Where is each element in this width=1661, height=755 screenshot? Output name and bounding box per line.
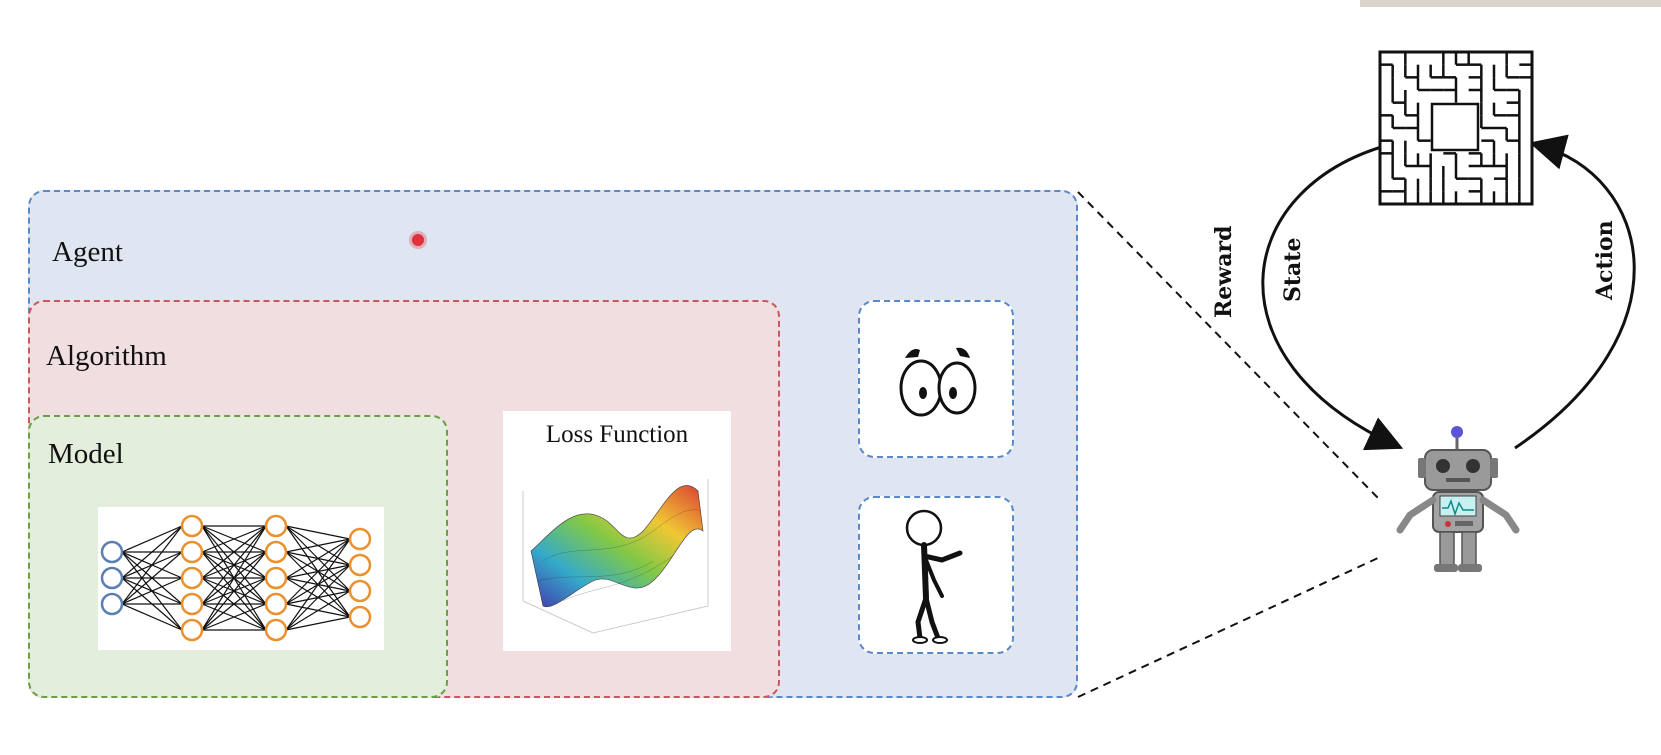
nn-neuron [264,566,288,590]
state-label: State [1280,238,1306,302]
nn-connection [201,603,267,631]
nn-connection [285,564,351,631]
nn-connection [121,525,183,579]
nn-neuron [100,540,124,564]
nn-neuron [180,540,204,564]
nn-connection [121,577,183,605]
nn-neuron [348,553,372,577]
action-box [858,496,1014,654]
model-label: Model [48,438,124,470]
nn-connection [201,525,267,579]
zoom-line-bottom [1077,557,1379,698]
zoom-line-top [1077,191,1379,499]
agent-label: Agent [52,236,123,268]
algorithm-label: Algorithm [46,340,167,372]
nn-connection [201,525,267,553]
nn-connection [121,603,183,631]
nn-connection [201,525,267,605]
nn-connection [285,590,351,631]
nn-neuron [348,527,372,551]
loss-surface-icon [522,479,709,634]
nn-neuron [100,566,124,590]
nn-connection [285,538,351,553]
neural-network-panel [98,507,384,650]
nn-neuron [348,605,372,629]
nn-neuron [264,540,288,564]
nn-connection [201,551,267,631]
laser-pointer-dot [412,234,424,246]
nn-neuron [180,566,204,590]
robot-icon [1396,426,1520,572]
nn-connection [285,538,351,631]
nn-connection [285,538,351,605]
eyes-icon [899,347,977,417]
nn-neuron [264,514,288,538]
action-arrow [1514,134,1636,450]
nn-connection [285,538,351,579]
nn-connection [121,525,183,553]
maze-icon [1378,50,1534,206]
loss-function-title: Loss Function [545,421,689,448]
nn-neuron [180,514,204,538]
nn-neuron [100,592,124,616]
nn-connection [201,525,267,631]
webcam-thumbnail-edge [1360,0,1661,7]
nn-connection [285,525,351,540]
neural-network-icon [100,514,372,642]
reward-label: Reward [1211,226,1237,318]
nn-connection [121,525,183,605]
action-label: Action [1592,220,1618,301]
state-arrow [1261,143,1404,451]
perception-box [858,300,1014,458]
nn-neuron [180,618,204,642]
nn-neuron [348,579,372,603]
nn-neuron [180,592,204,616]
nn-neuron [264,592,288,616]
nn-connection [201,577,267,631]
nn-connection [285,616,351,631]
stick-figure-icon [905,509,963,644]
nn-neuron [264,618,288,642]
nn-connection [121,551,183,605]
loss-function-panel: Loss Function [503,411,731,651]
